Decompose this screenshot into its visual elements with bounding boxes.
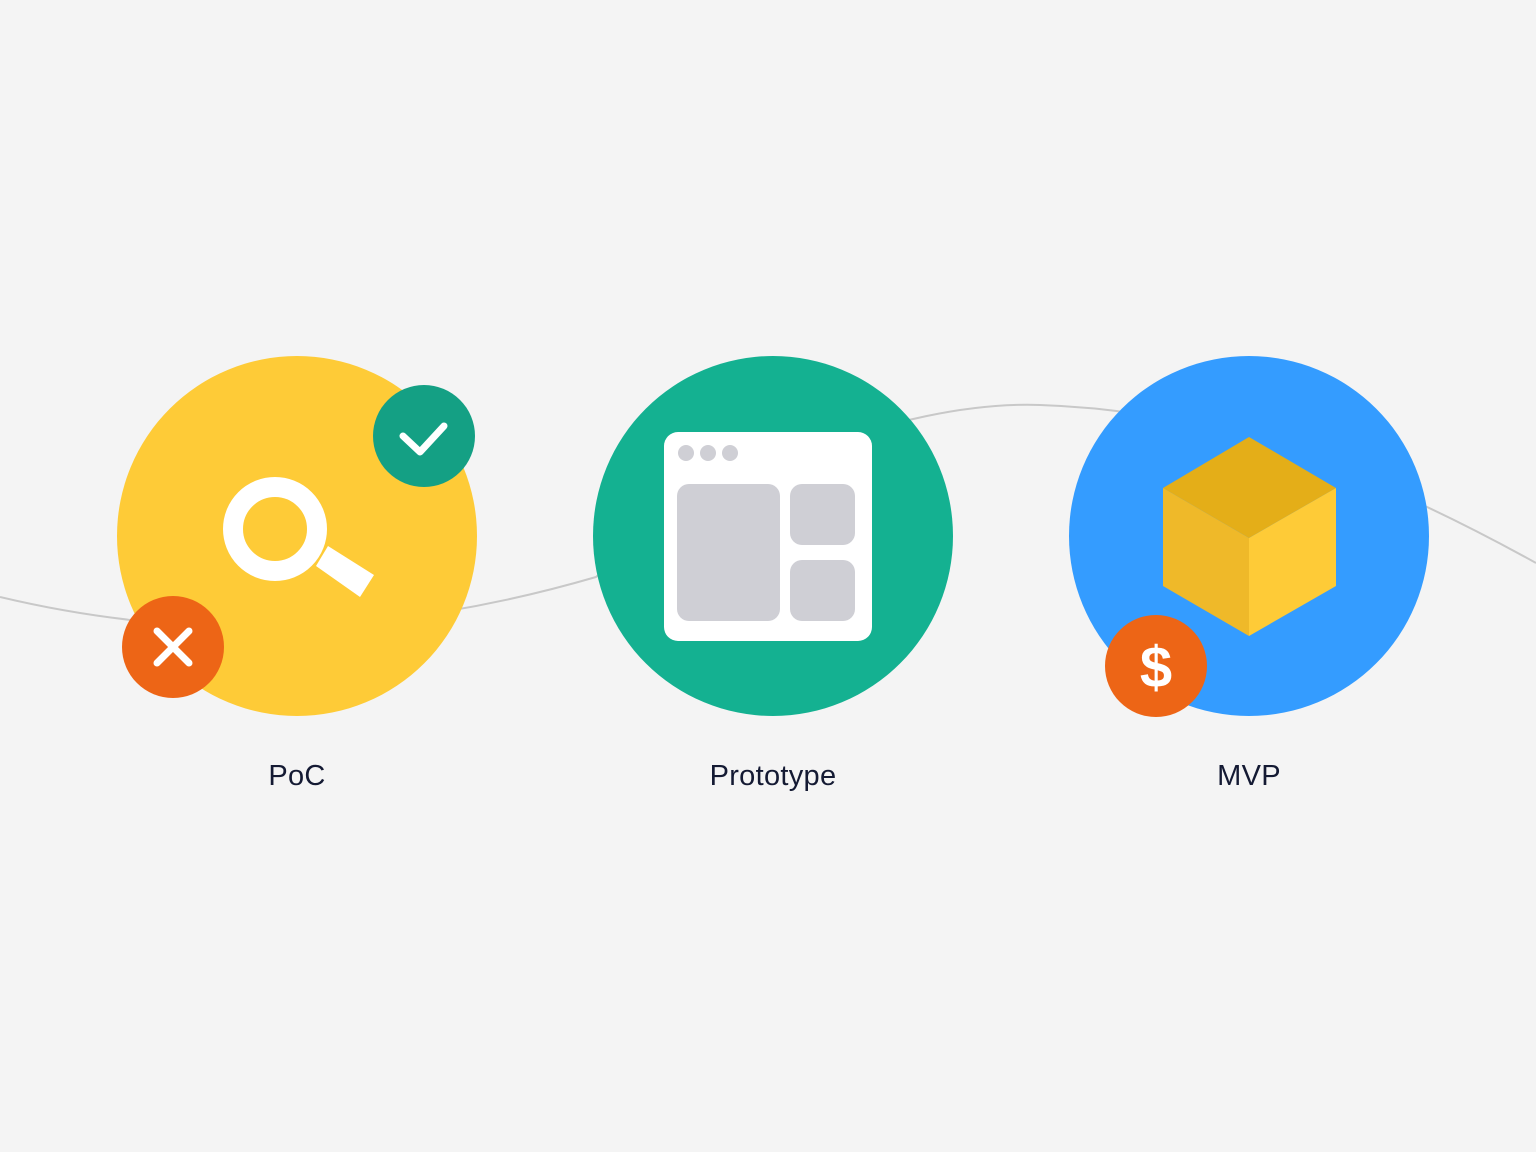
- window-panel-large: [677, 484, 780, 621]
- prototype-stage: [593, 356, 953, 716]
- cube-icon: [1163, 437, 1336, 636]
- dollar-badge: $: [1105, 615, 1207, 717]
- prototype-label: Prototype: [709, 760, 837, 792]
- dollar-icon: $: [1140, 635, 1172, 700]
- cube-left-face: [1163, 488, 1249, 636]
- window-panel-small: [790, 484, 855, 545]
- cube-right-face: [1249, 488, 1336, 636]
- cross-icon: [153, 627, 193, 667]
- window-dot: [700, 445, 716, 461]
- window-dot: [678, 445, 694, 461]
- cross-badge: [122, 596, 224, 698]
- window-dot: [722, 445, 738, 461]
- cube-top-face: [1163, 437, 1336, 538]
- checkmark-icon: [399, 422, 448, 456]
- browser-window-icon: [664, 432, 872, 641]
- mvp-label: MVP: [1217, 760, 1281, 792]
- mvp-stage: $: [1069, 356, 1429, 717]
- magnifier-icon: [223, 477, 374, 597]
- poc-stage: [117, 356, 477, 716]
- poc-label: PoC: [268, 760, 326, 792]
- window-panel-small: [790, 560, 855, 621]
- check-badge: [373, 385, 475, 487]
